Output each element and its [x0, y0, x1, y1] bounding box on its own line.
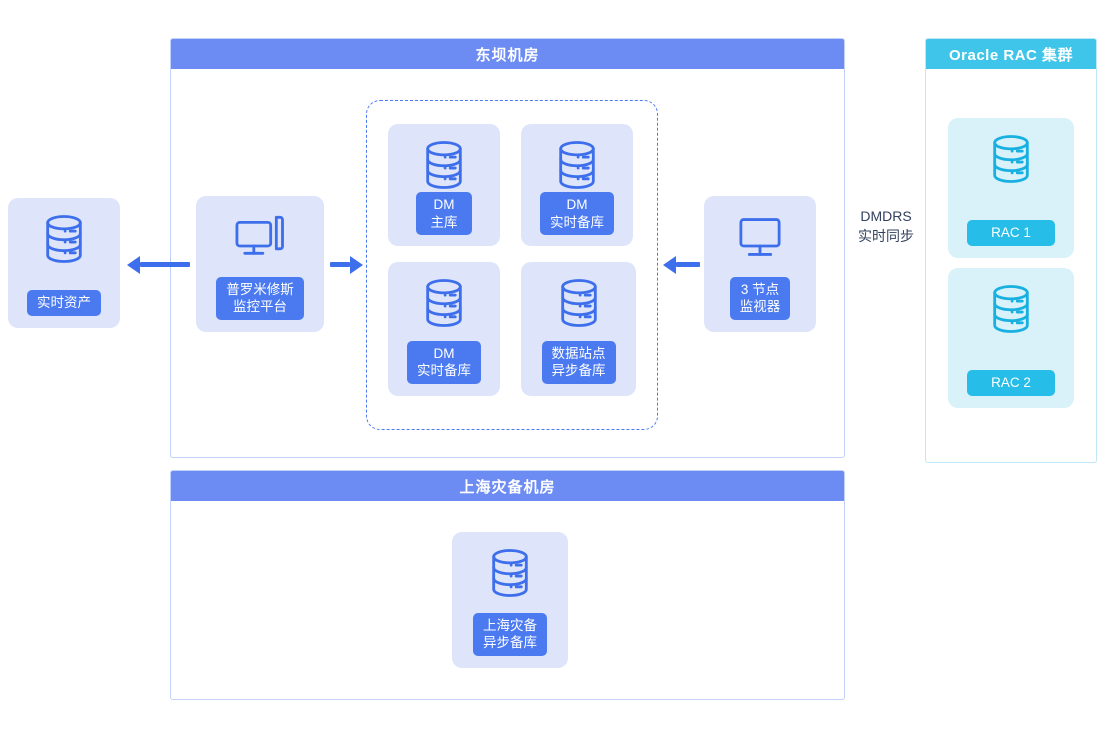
dm-realtime-standby-1-node: DM 实时备库: [521, 124, 633, 246]
rac-1-node: RAC 1: [948, 118, 1074, 258]
dm-realtime-standby-1-label: DM 实时备库: [540, 192, 614, 236]
database-icon: [993, 285, 1029, 333]
realtime-asset-node: 实时资产: [8, 198, 120, 328]
data-site-async-standby-label: 数据站点 异步备库: [541, 340, 616, 384]
dm-primary-label: DM 主库: [416, 192, 472, 236]
dm-realtime-standby-2-node: DM 实时备库: [388, 262, 500, 396]
oracle-rac-room-title: Oracle RAC 集群: [926, 39, 1096, 69]
realtime-asset-label: 实时资产: [27, 290, 101, 316]
database-icon: [993, 135, 1029, 183]
prometheus-label: 普罗米修斯 监控平台: [216, 276, 304, 320]
dm-primary-node: DM 主库: [388, 124, 500, 246]
dm-realtime-standby-2-label: DM 实时备库: [407, 340, 481, 384]
shanghai-dr-async-standby-label: 上海灾备 异步备库: [473, 612, 547, 656]
arrow-monitor-to-db-group: [676, 262, 700, 267]
rac-1-label: RAC 1: [967, 220, 1055, 246]
monitor-icon: [739, 218, 781, 256]
data-site-async-standby-node: 数据站点 异步备库: [521, 262, 636, 396]
shanghai-room-title: 上海灾备机房: [171, 471, 844, 501]
node-monitor-label: 3 节点 监视器: [729, 276, 791, 320]
arrow-prometheus-to-db-group: [330, 262, 350, 267]
rac-2-node: RAC 2: [948, 268, 1074, 408]
shanghai-dr-async-standby-node: 上海灾备 异步备库: [452, 532, 568, 668]
database-icon: [426, 141, 462, 189]
dongba-room-title: 东坝机房: [171, 39, 844, 69]
node-monitor-node: 3 节点 监视器: [704, 196, 816, 332]
database-icon: [426, 279, 462, 327]
shanghai-room: 上海灾备机房: [170, 470, 845, 700]
monitor-tower-icon: [235, 215, 284, 255]
arrow-prometheus-to-asset: [140, 262, 190, 267]
database-icon: [560, 279, 597, 327]
database-icon: [46, 215, 82, 263]
rac-2-label: RAC 2: [967, 370, 1055, 396]
database-icon: [492, 549, 528, 597]
prometheus-node: 普罗米修斯 监控平台: [196, 196, 324, 332]
database-icon: [559, 141, 595, 189]
dmdrs-sync-label: DMDRS 实时同步: [858, 208, 914, 244]
